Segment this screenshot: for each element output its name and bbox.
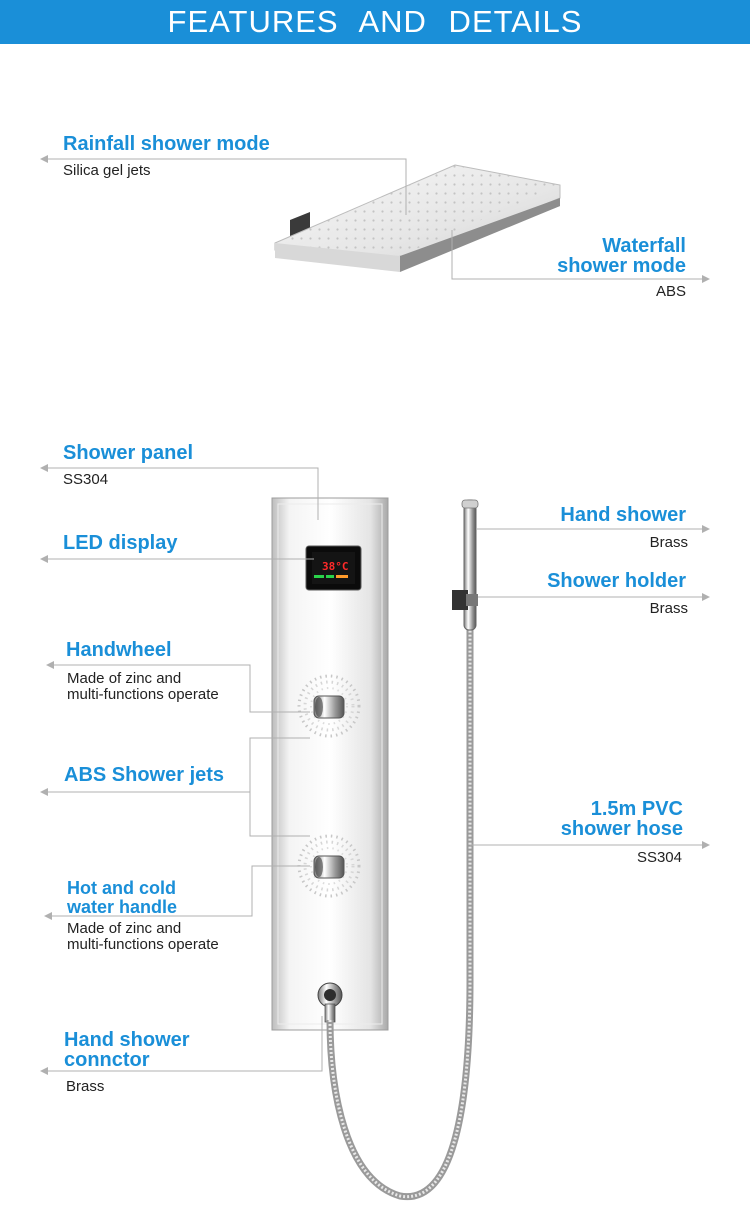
shower-panel-desc: SS304 <box>63 471 109 488</box>
hand-shower-desc: Brass <box>649 534 688 551</box>
hot-cold-handle-title-line2: water handle <box>67 897 178 917</box>
hot-cold-handle-desc-line2: multi-functions operate <box>67 936 219 953</box>
handwheel-knob <box>313 695 345 719</box>
callout-arrowheads <box>40 155 710 1075</box>
led-temperature-readout: 38°C <box>322 560 349 573</box>
connector-desc: Brass <box>66 1078 105 1095</box>
hot-cold-handle-title-line1: Hot and cold <box>67 878 176 898</box>
upper-jet-ring <box>297 674 361 738</box>
shower-hose <box>326 620 474 1201</box>
led-display-title: LED display <box>63 532 178 554</box>
shower-holder-bracket <box>452 590 478 610</box>
rain-shower-head <box>274 164 561 272</box>
rainfall-mode-desc: Silica gel jets <box>63 162 151 179</box>
waterfall-mode-desc: ABS <box>655 283 686 300</box>
hose-desc: SS304 <box>636 849 682 866</box>
hand-shower-title: Hand shower <box>560 504 686 526</box>
connector-title-line2: connctor <box>64 1049 150 1071</box>
hot-cold-handle-knob <box>313 855 345 879</box>
handwheel-desc-line2: multi-functions operate <box>67 686 219 703</box>
waterfall-mode-title-line1: Waterfall <box>602 235 686 257</box>
waterfall-mode-title-line2: shower mode <box>557 255 686 277</box>
handwheel-desc-line1: Made of zinc and <box>67 670 182 687</box>
hose-title-line2: shower hose <box>560 818 683 840</box>
hose-title-line1: 1.5m PVC <box>590 798 683 820</box>
shower-holder-title: Shower holder <box>547 570 686 592</box>
hot-cold-handle-desc-line1: Made of zinc and <box>67 920 182 937</box>
header-banner <box>0 0 750 44</box>
rainfall-mode-title: Rainfall shower mode <box>63 133 270 155</box>
hand-shower-wand <box>461 499 479 631</box>
page-title: FEATURES AND DETAILS <box>167 4 583 39</box>
hand-shower-connector <box>317 982 343 1023</box>
led-display-screen: 38°C <box>305 545 362 591</box>
shower-holder-desc: Brass <box>649 600 688 617</box>
connector-title-line1: Hand shower <box>64 1029 190 1051</box>
handwheel-title: Handwheel <box>66 639 172 661</box>
shower-panel-title: Shower panel <box>63 442 194 464</box>
callout-lines <box>42 158 706 1072</box>
abs-shower-jets-title: ABS Shower jets <box>64 764 225 786</box>
